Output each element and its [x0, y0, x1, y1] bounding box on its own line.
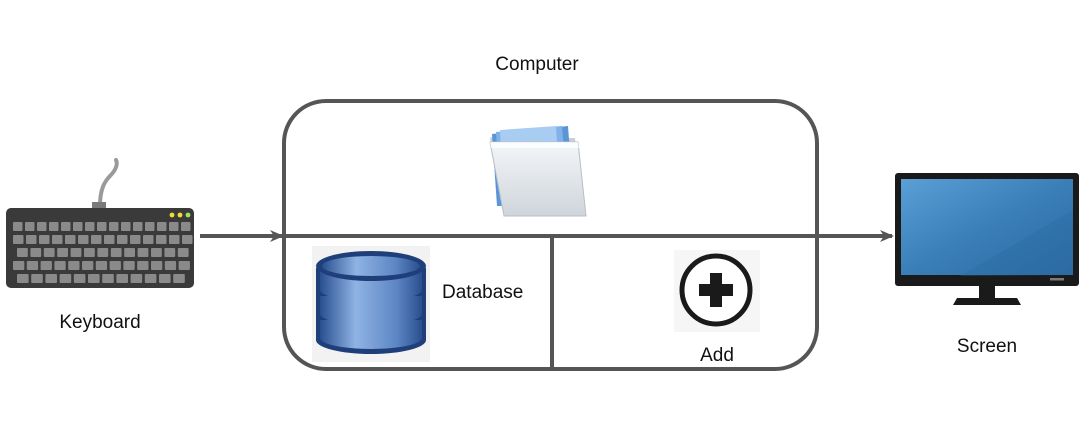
keyboard-key	[43, 248, 55, 257]
keyboard-key	[102, 274, 114, 283]
keyboard-key	[97, 222, 107, 231]
keyboard-key	[54, 261, 66, 270]
keyboard-key	[26, 261, 39, 270]
keyboard-key	[104, 235, 115, 244]
keyboard-key	[30, 248, 42, 257]
keyboard-key	[78, 235, 89, 244]
keyboard-key	[73, 274, 86, 283]
keyboard-key	[164, 261, 177, 270]
keyboard-label: Keyboard	[59, 312, 140, 333]
keyboard-key	[173, 274, 185, 283]
keyboard-key	[13, 235, 24, 244]
keyboard-key	[17, 274, 29, 283]
keyboard-key	[124, 248, 135, 257]
keyboard-key	[137, 248, 149, 257]
folder-icon	[489, 126, 587, 217]
keyboard-key	[116, 274, 128, 283]
keyboard-key	[85, 222, 95, 231]
database-icon	[312, 246, 430, 362]
monitor-icon	[895, 173, 1079, 305]
keyboard-key	[82, 261, 94, 270]
keyboard-key	[145, 222, 155, 231]
keyboard-key	[157, 222, 167, 231]
keyboard-key	[144, 274, 157, 283]
keyboard-key	[95, 261, 108, 270]
keyboard-key	[117, 235, 128, 244]
keyboard-key	[164, 248, 176, 257]
keyboard-key	[26, 235, 37, 244]
keyboard-key	[156, 235, 167, 244]
keyboard-key	[91, 235, 102, 244]
database-label: Database	[442, 282, 523, 303]
keyboard-key	[40, 261, 52, 270]
keyboard-key	[143, 235, 154, 244]
keyboard-key	[49, 222, 59, 231]
screen-label: Screen	[957, 336, 1017, 357]
keyboard-key	[37, 222, 47, 231]
keyboard-key	[130, 274, 143, 283]
keyboard-key	[73, 222, 83, 231]
keyboard-key	[182, 235, 193, 244]
keyboard-key	[181, 222, 191, 231]
keyboard-key	[70, 248, 82, 257]
keyboard-key	[151, 261, 163, 270]
keyboard-key	[31, 274, 43, 283]
keyboard-key	[59, 274, 72, 283]
keyboard-key	[13, 261, 25, 270]
keyboard-key	[159, 274, 171, 283]
keyboard-key	[57, 248, 68, 257]
computer-label: Computer	[495, 54, 579, 75]
keyboard-key	[52, 235, 63, 244]
keyboard-key	[169, 235, 180, 244]
keyboard-key	[97, 248, 109, 257]
keyboard-key	[17, 248, 28, 257]
keyboard-key	[133, 222, 143, 231]
keyboard-key	[123, 261, 135, 270]
keyboard-key	[177, 248, 189, 257]
keyboard-key	[121, 222, 131, 231]
keyboard-key	[39, 235, 50, 244]
keyboard-key	[13, 222, 23, 231]
keyboard-key	[65, 235, 76, 244]
keyboard-key	[178, 261, 190, 270]
plus-circle-icon	[674, 250, 760, 332]
keyboard-key	[61, 222, 71, 231]
keyboard-key	[151, 248, 162, 257]
keyboard-key	[68, 261, 80, 270]
keyboard-key	[137, 261, 149, 270]
keyboard-key	[25, 222, 35, 231]
keyboard-key	[84, 248, 95, 257]
keyboard-icon	[6, 158, 194, 288]
keyboard-key	[109, 261, 121, 270]
keyboard-key	[45, 274, 57, 283]
keyboard-key	[130, 235, 141, 244]
keyboard-key	[169, 222, 179, 231]
keyboard-key	[109, 222, 119, 231]
keyboard-key	[110, 248, 122, 257]
add-label: Add	[700, 345, 734, 366]
keyboard-key	[88, 274, 100, 283]
